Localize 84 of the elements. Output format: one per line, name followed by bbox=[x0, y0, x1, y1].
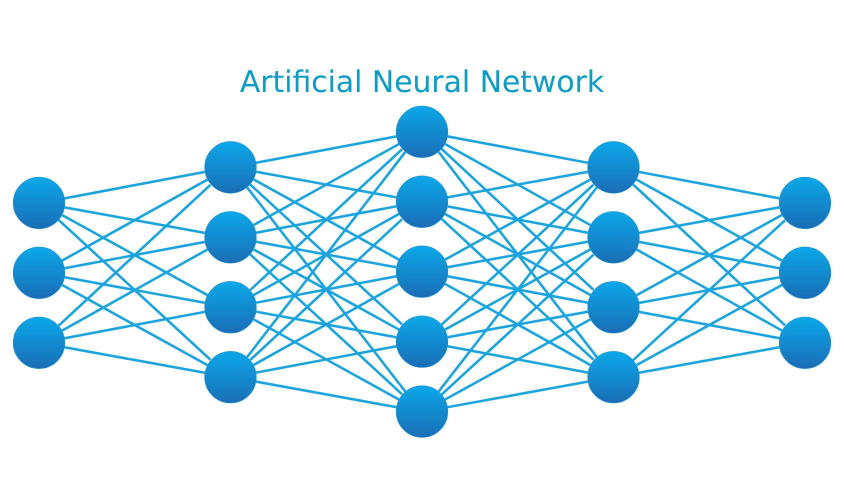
node-circle bbox=[204, 280, 257, 333]
connector bbox=[636, 213, 783, 296]
connector bbox=[256, 380, 397, 408]
connector bbox=[64, 240, 206, 270]
connector bbox=[638, 346, 780, 374]
connector bbox=[440, 148, 594, 290]
connector bbox=[252, 142, 400, 226]
node-circle bbox=[396, 175, 448, 228]
node-circle bbox=[587, 140, 640, 193]
connector bbox=[249, 218, 403, 360]
connector bbox=[447, 134, 588, 164]
node-circle bbox=[587, 210, 640, 263]
node-circle bbox=[778, 316, 832, 368]
connector bbox=[447, 170, 588, 198]
connector bbox=[444, 318, 592, 400]
connector bbox=[64, 346, 206, 374]
connector bbox=[636, 283, 783, 366]
connector bbox=[447, 344, 588, 374]
connector bbox=[58, 183, 212, 326]
connector bbox=[636, 178, 783, 262]
connector bbox=[632, 183, 786, 326]
connector bbox=[444, 178, 592, 260]
connector bbox=[249, 182, 403, 325]
node-circle bbox=[12, 176, 66, 228]
connector bbox=[246, 186, 406, 392]
connector bbox=[638, 206, 780, 234]
connector bbox=[64, 310, 206, 339]
node-circle bbox=[778, 176, 832, 228]
connector bbox=[253, 178, 400, 260]
connector bbox=[638, 310, 780, 339]
node-circle bbox=[778, 246, 832, 298]
node-circle bbox=[204, 350, 257, 403]
connector bbox=[256, 310, 397, 338]
connector bbox=[447, 380, 588, 408]
connector bbox=[256, 134, 397, 164]
connector bbox=[438, 186, 598, 392]
connector bbox=[253, 318, 400, 400]
connector bbox=[256, 170, 397, 198]
connector bbox=[64, 206, 206, 234]
connector bbox=[256, 204, 397, 234]
connector bbox=[447, 310, 588, 338]
node-circle bbox=[12, 246, 66, 298]
connector bbox=[444, 212, 592, 296]
connector bbox=[58, 218, 212, 360]
connector bbox=[447, 240, 588, 268]
node-circle bbox=[396, 105, 448, 158]
connector bbox=[253, 248, 400, 330]
node-circle bbox=[396, 315, 448, 368]
connector bbox=[256, 274, 397, 304]
node-circle bbox=[12, 316, 66, 368]
connector bbox=[252, 282, 400, 366]
connector bbox=[246, 150, 406, 358]
node-circle bbox=[204, 210, 257, 263]
connector bbox=[252, 212, 400, 296]
connector bbox=[440, 217, 594, 360]
connector bbox=[440, 183, 594, 326]
connector bbox=[636, 248, 783, 332]
connector bbox=[444, 142, 592, 226]
connector bbox=[61, 178, 208, 262]
connector bbox=[638, 170, 780, 200]
connector bbox=[438, 150, 598, 358]
connector bbox=[447, 274, 588, 304]
connector bbox=[62, 213, 208, 296]
connector bbox=[249, 148, 403, 291]
connector bbox=[444, 282, 592, 366]
connector bbox=[638, 240, 780, 270]
connector bbox=[638, 276, 780, 304]
diagram-title: Artificial Neural Network bbox=[240, 64, 604, 100]
connector bbox=[256, 344, 397, 374]
connector bbox=[64, 276, 206, 304]
connector bbox=[444, 248, 592, 330]
connector bbox=[61, 248, 208, 332]
connector bbox=[632, 218, 786, 361]
connector bbox=[440, 253, 594, 396]
connector bbox=[249, 252, 403, 395]
connector bbox=[447, 204, 588, 234]
connector bbox=[64, 170, 206, 200]
node-circle bbox=[587, 350, 640, 403]
node-circle bbox=[587, 280, 640, 333]
node-circle bbox=[396, 385, 448, 438]
node-circle bbox=[204, 140, 257, 193]
connector bbox=[256, 240, 397, 268]
node-circle bbox=[396, 245, 448, 298]
connector bbox=[62, 283, 208, 366]
